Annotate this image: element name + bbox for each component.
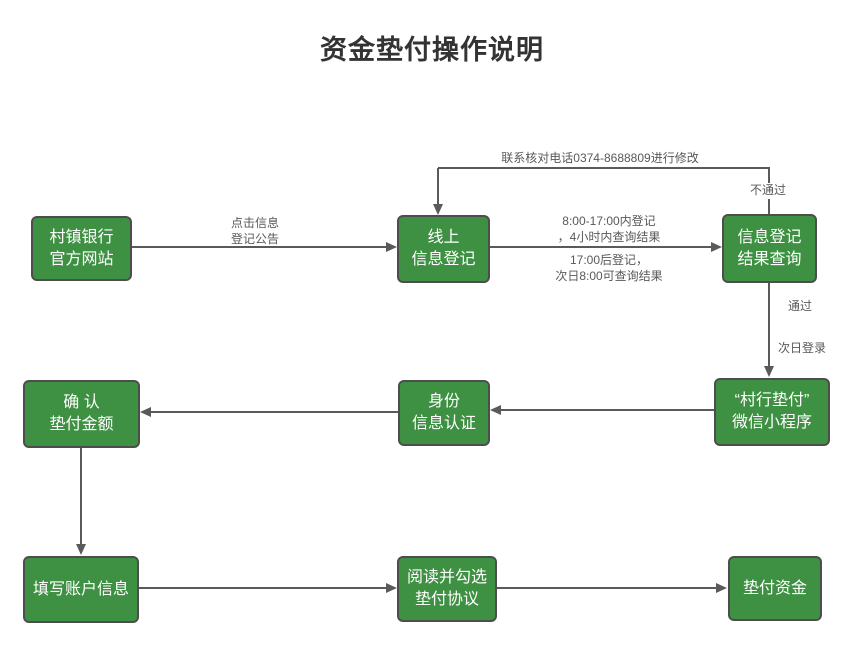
connector-account-to-agreement — [139, 587, 387, 589]
connector-label-evening-register: 17:00后登记， 次日8:00可查询结果 — [555, 253, 663, 283]
flow-step-result-query: 信息登记 结果查询 — [722, 214, 817, 283]
flow-step-read-agreement: 阅读并勾选 垫付协议 — [397, 556, 497, 622]
connector-label-not-passed: 不通过 — [747, 183, 790, 199]
connector-online-to-query — [490, 246, 712, 248]
connector-confirm-to-account — [80, 448, 82, 545]
flow-step-online-registration: 线上 信息登记 — [397, 215, 490, 283]
connector-label-modify-contact: 联系核对电话0374-8688809进行修改 — [501, 151, 699, 165]
arrowhead-left-icon — [490, 405, 501, 415]
arrowhead-down-icon — [764, 366, 774, 377]
connector-agreement-to-funds — [497, 587, 717, 589]
flow-step-wechat-miniprogram: “村行垫付” 微信小程序 — [714, 378, 830, 446]
arrowhead-right-icon — [716, 583, 727, 593]
flow-step-advance-funds: 垫付资金 — [728, 556, 822, 621]
arrowhead-down-icon — [76, 544, 86, 555]
flow-step-fill-account: 填写账户信息 — [23, 556, 139, 623]
page-title: 资金垫付操作说明 — [320, 35, 544, 65]
connector-label-daytime-register: 8:00-17:00内登记 ，4小时内查询结果 — [557, 214, 661, 244]
connector-feedback-horizontal — [438, 167, 770, 169]
connector-bank-to-online — [132, 246, 387, 248]
connector-feedback-down — [437, 168, 439, 205]
connector-label-next-day-login: 次日登录 — [778, 341, 827, 355]
connector-identity-to-confirm — [150, 411, 398, 413]
arrowhead-right-icon — [711, 242, 722, 252]
connector-label-passed: 通过 — [788, 299, 813, 313]
flow-step-confirm-amount: 确 认 垫付金额 — [23, 380, 140, 448]
arrowhead-right-icon — [386, 583, 397, 593]
flow-step-bank-website: 村镇银行 官方网站 — [31, 216, 132, 281]
arrowhead-left-icon — [140, 407, 151, 417]
connector-query-to-wechat — [768, 283, 770, 367]
connector-wechat-to-identity — [500, 409, 714, 411]
flow-step-identity-verification: 身份 信息认证 — [398, 380, 490, 446]
arrowhead-down-icon — [433, 204, 443, 215]
arrowhead-right-icon — [386, 242, 397, 252]
connector-label-click-notice: 点击信息 登记公告 — [230, 216, 279, 246]
